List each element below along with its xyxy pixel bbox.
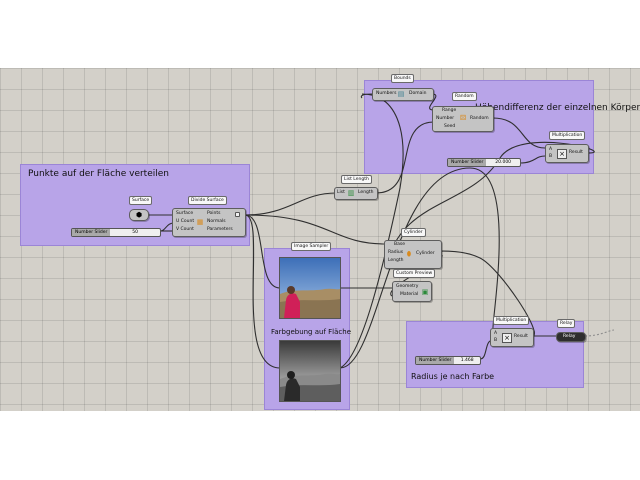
bounds-component[interactable]: Numbers ▤ Domain — [372, 88, 434, 101]
wire-points-to-sampler-1 — [244, 214, 281, 289]
uv-slider-value: 50 — [132, 230, 139, 235]
dice-icon: ⚄ — [459, 114, 467, 122]
multiply-bottom-icon: × — [502, 333, 512, 343]
custom-preview-title: Custom Preview — [393, 269, 436, 278]
cylinder-output[interactable]: Cylinder — [416, 251, 435, 256]
wire-sampler-to-multbottom — [339, 167, 500, 369]
wire-bounds-in — [360, 93, 373, 99]
custom-preview-component[interactable]: Geometry Material ▣ — [392, 281, 432, 302]
divide-input-surface[interactable]: Surface — [176, 211, 194, 216]
sampler-color-image — [280, 258, 340, 318]
random-component[interactable]: Range Number Seed ⚄ Random — [432, 106, 494, 132]
wire-random-to-mult — [492, 117, 546, 149]
surface-param[interactable]: ⬢ — [129, 209, 149, 221]
cylinder-input-base[interactable]: Base — [394, 242, 405, 247]
preview-input-geometry[interactable]: Geometry — [396, 284, 419, 289]
preview-icon: ▣ — [421, 288, 429, 296]
bounds-icon: ▤ — [397, 90, 405, 98]
divide-surface-icon: ▦ — [196, 218, 204, 226]
divide-surface-component[interactable]: Surface U Count V Count ▦ Points Normals… — [172, 208, 246, 237]
wire-relay-out — [584, 329, 615, 337]
mult-top-input-b[interactable]: B — [549, 154, 553, 159]
divide-output-normals[interactable]: Normals — [207, 219, 226, 224]
list-length-icon: ▥ — [347, 189, 355, 197]
preview-input-material[interactable]: Material — [400, 292, 419, 297]
random-input-number[interactable]: Number — [436, 116, 455, 121]
list-length-component[interactable]: List ▥ Length — [334, 187, 378, 200]
surface-title: Surface — [129, 196, 153, 205]
radius-slider-name: Number Slider — [416, 357, 455, 364]
cylinder-title: Cylinder — [401, 228, 426, 237]
divide-surface-title: Divide Surface — [188, 196, 227, 205]
radius-slider[interactable]: Number Slider 1.468 — [415, 356, 481, 365]
random-output[interactable]: Random — [470, 116, 489, 121]
uv-slider-name: Number Slider — [72, 229, 111, 236]
wire-points-to-cylinder — [244, 214, 387, 245]
wire-bounds-to-random — [429, 93, 437, 111]
relay-component[interactable]: Relay — [556, 332, 586, 342]
divide-output-points[interactable]: Points — [207, 211, 221, 216]
mult-top-input-a[interactable]: A — [549, 147, 553, 152]
cylinder-input-length[interactable]: Length — [388, 258, 404, 263]
random-input-seed[interactable]: Seed — [444, 124, 456, 129]
wires-layer — [147, 93, 615, 369]
wire-points-to-sampler-2 — [244, 214, 281, 369]
divide-output-parameters[interactable]: Parameters — [207, 227, 233, 232]
image-sampler-title: Image Sampler — [291, 242, 332, 251]
mult-top-title: Multiplication — [549, 131, 586, 140]
sampler-gray-image — [280, 341, 340, 401]
random-input-range[interactable]: Range — [442, 108, 457, 113]
image-sampler-grayscale[interactable] — [279, 340, 341, 402]
bounds-output[interactable]: Domain — [409, 91, 427, 96]
group-height-label: Höhendifferenz der einzelnen Körper — [475, 103, 640, 113]
image-sampler-color[interactable] — [279, 257, 341, 319]
mult-top-component[interactable]: A B × Result — [545, 144, 589, 163]
mult-top-output[interactable]: Result — [569, 150, 583, 155]
relay-label: Relay — [563, 334, 576, 339]
mult-bottom-input-b[interactable]: B — [494, 338, 498, 343]
wire-heightslider-to-mult — [519, 155, 546, 164]
bounds-input[interactable]: Numbers — [376, 91, 397, 96]
mult-bottom-input-a[interactable]: A — [494, 331, 498, 336]
mult-bottom-output[interactable]: Result — [514, 334, 528, 339]
group-points-label: Punkte auf der Fläche verteilen — [28, 169, 169, 179]
wire-sampler-to-bounds — [339, 93, 404, 369]
surface-icon: ⬢ — [135, 211, 143, 219]
radius-slider-value: 1.468 — [460, 358, 474, 363]
height-slider-name: Number Slider — [448, 159, 487, 166]
divide-expand-icon[interactable] — [235, 212, 240, 217]
group-color-label: Farbgebung auf Fläche — [271, 328, 351, 336]
height-slider[interactable]: Number Slider 20.000 — [447, 158, 521, 167]
cylinder-icon: ⬮ — [406, 250, 412, 258]
list-length-input[interactable]: List — [337, 190, 345, 195]
height-slider-value: 20.000 — [495, 160, 512, 165]
mult-bottom-component[interactable]: A B × Result — [490, 328, 534, 347]
bounds-title: Bounds — [391, 74, 414, 83]
cylinder-component[interactable]: Base Radius Length ⬮ Cylinder — [384, 240, 442, 269]
wire-list-to-random — [375, 121, 435, 194]
random-title: Random — [452, 92, 477, 101]
mult-bottom-title: Multiplication — [493, 316, 530, 325]
wire-points-to-list — [244, 192, 337, 216]
cylinder-input-radius[interactable]: Radius — [388, 250, 404, 255]
list-length-title: List Length — [341, 175, 372, 184]
divide-input-vcount[interactable]: V Count — [176, 227, 194, 232]
group-radius-label: Radius je nach Farbe — [411, 372, 495, 381]
multiply-icon: × — [557, 149, 567, 159]
relay-title: Relay — [557, 319, 576, 328]
grasshopper-canvas[interactable]: Punkte auf der Fläche verteilen Höhendif… — [0, 68, 640, 411]
uv-count-slider[interactable]: Number Slider 50 — [71, 228, 161, 237]
divide-input-ucount[interactable]: U Count — [176, 219, 195, 224]
list-length-output[interactable]: Length — [358, 190, 374, 195]
